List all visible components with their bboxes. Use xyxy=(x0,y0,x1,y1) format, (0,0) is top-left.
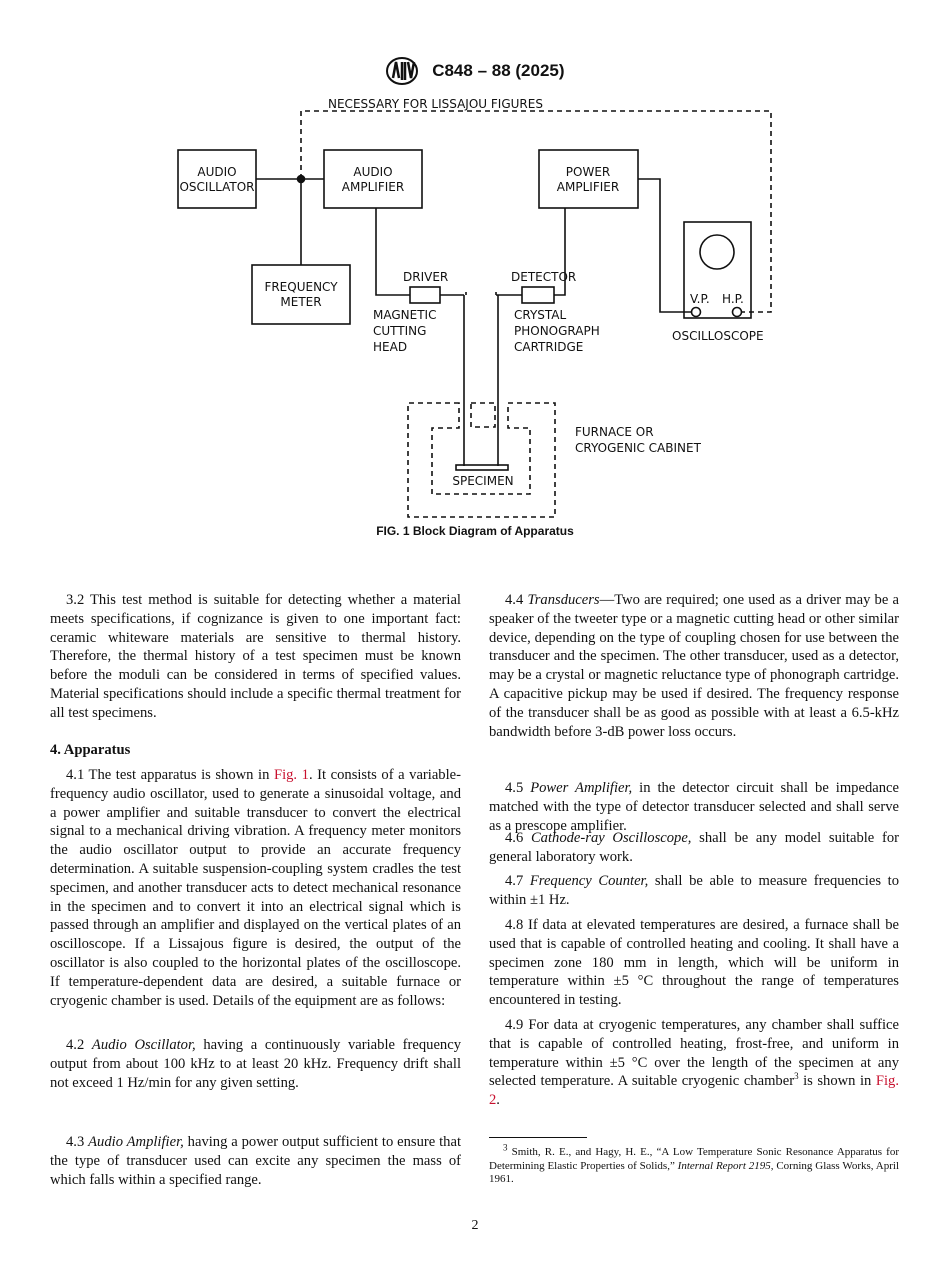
text-run: is shown in xyxy=(798,1073,876,1090)
text-run: 4.6 xyxy=(505,830,531,846)
label: CRYSTAL xyxy=(514,308,567,322)
text-run: 3.2 This test method is suitable for det… xyxy=(50,592,461,721)
driver-transducer xyxy=(409,286,441,304)
page-header: C848 – 88 (2025) xyxy=(0,56,950,86)
footnote-ref: 3 xyxy=(503,1142,508,1153)
vp-terminal xyxy=(690,306,702,318)
text-run: . It consists of a variable-frequency au… xyxy=(50,767,461,1009)
text-run: Frequency Counter, xyxy=(529,873,649,889)
driver-label: DRIVER xyxy=(403,270,448,284)
paragraph: 4.2 Audio Oscillator, having a continuou… xyxy=(50,1036,461,1092)
label: AMPLIFIER xyxy=(557,180,619,194)
paragraph: 3.2 This test method is suitable for det… xyxy=(50,591,461,723)
label: MAGNETIC xyxy=(373,308,436,322)
label: HEAD xyxy=(373,340,407,354)
text-run: Corning Glass Works, April 1961. xyxy=(489,1159,899,1186)
text-run: having a power output sufficient to ensu… xyxy=(50,1134,462,1188)
text-run: 4.1 The test apparatus is shown in xyxy=(66,767,274,783)
figure-link[interactable]: Fig. 1 xyxy=(273,767,309,783)
label: OSCILLATOR xyxy=(179,180,254,194)
page-number: 2 xyxy=(471,1218,479,1233)
text-run: 4.9 For data at cryogenic temperatures, … xyxy=(489,1017,899,1090)
text-run: shall be able to measure frequencies to … xyxy=(489,873,900,908)
footnote: 3 Smith, R. E., and Hagy, H. E., “A Low … xyxy=(489,1143,899,1187)
figure-link[interactable]: Fig. 2 xyxy=(489,1073,899,1109)
paragraph: 4.8 If data at elevated temperatures are… xyxy=(489,916,899,1010)
text-run: —Two are required; one used as a driver … xyxy=(489,592,899,740)
text-run: Power Amplifier, xyxy=(530,780,633,796)
footnote-ref: 3 xyxy=(794,1071,799,1082)
block-diagram: NECESSARY FOR LISSAJOU FIGURES AUDIO OSC… xyxy=(177,97,772,518)
paragraph: 4.4 Transducers—Two are required; one us… xyxy=(489,591,899,741)
oscilloscope-label: OSCILLOSCOPE xyxy=(672,329,764,343)
audio-amplifier-box xyxy=(323,149,423,209)
label: AUDIO xyxy=(353,165,392,179)
paragraph: 4.9 For data at cryogenic temperatures, … xyxy=(489,1016,899,1110)
text-run: Audio Amplifier, xyxy=(88,1134,184,1150)
paragraph: 4.6 Cathode-ray Oscilloscope, shall be a… xyxy=(489,829,899,867)
text-run: Internal Report 2195, xyxy=(677,1159,774,1172)
detector-label: DETECTOR xyxy=(511,270,576,284)
detector-transducer xyxy=(521,286,555,304)
paragraph: 4.7 Frequency Counter, shall be able to … xyxy=(489,872,899,910)
label: CRYOGENIC CABINET xyxy=(575,441,702,455)
label: AUDIO xyxy=(197,165,236,179)
text-run: shall be any model suitable for general … xyxy=(489,830,900,865)
hp-label: H.P. xyxy=(722,292,744,306)
lissajou-dashed-line xyxy=(300,110,772,313)
text-run: Cathode-ray Oscilloscope, xyxy=(530,830,692,846)
junction-dot xyxy=(296,174,306,184)
text-run: in the detector circuit shall be impedan… xyxy=(489,780,899,834)
oscilloscope-screen xyxy=(699,234,735,270)
label: AMPLIFIER xyxy=(342,180,404,194)
section-heading: 4. Apparatus xyxy=(50,742,131,758)
footnote-rule xyxy=(489,1137,587,1138)
text-run: 4.8 If data at elevated temperatures are… xyxy=(489,917,899,1009)
specimen-label: SPECIMEN xyxy=(452,474,513,488)
label: FURNACE OR xyxy=(575,425,654,439)
text-run: 4.5 xyxy=(505,780,531,796)
text-run: Transducers xyxy=(527,592,600,608)
lissajou-label: NECESSARY FOR LISSAJOU FIGURES xyxy=(328,97,543,111)
text-run: 4.3 xyxy=(66,1134,89,1150)
text-run: Smith, R. E., and Hagy, H. E., “A Low Te… xyxy=(489,1146,899,1172)
astm-logo xyxy=(386,57,419,85)
vp-label: V.P. xyxy=(690,292,710,306)
text-run: Audio Oscillator, xyxy=(91,1037,196,1053)
label: METER xyxy=(280,295,321,309)
hp-terminal xyxy=(731,306,743,318)
label: PHONOGRAPH xyxy=(514,324,600,338)
power-amplifier-box xyxy=(538,149,639,209)
label: CUTTING xyxy=(373,324,426,338)
text-run: 4.7 xyxy=(505,873,530,889)
figure-caption: FIG. 1 Block Diagram of Apparatus xyxy=(376,524,574,538)
text-run: 4.2 xyxy=(66,1037,92,1053)
label: FREQUENCY xyxy=(264,280,338,294)
label: POWER xyxy=(566,165,610,179)
text-run: having a continuously variable frequency… xyxy=(50,1037,461,1091)
oscilloscope-box xyxy=(683,221,752,319)
text-run: 4.4 xyxy=(505,592,528,608)
specimen-bar xyxy=(455,464,509,471)
paragraph: 4.3 Audio Amplifier, having a power outp… xyxy=(50,1133,461,1189)
audio-oscillator-box xyxy=(177,149,257,209)
furnace-outline xyxy=(407,402,556,518)
paragraph: 4.5 Power Amplifier, in the detector cir… xyxy=(489,779,899,835)
document-designation: C848 – 88 (2025) xyxy=(432,61,565,80)
text-run: . xyxy=(496,1092,500,1109)
label: CARTRIDGE xyxy=(514,340,583,354)
paragraph: 4.1 The test apparatus is shown in Fig. … xyxy=(50,766,461,1010)
